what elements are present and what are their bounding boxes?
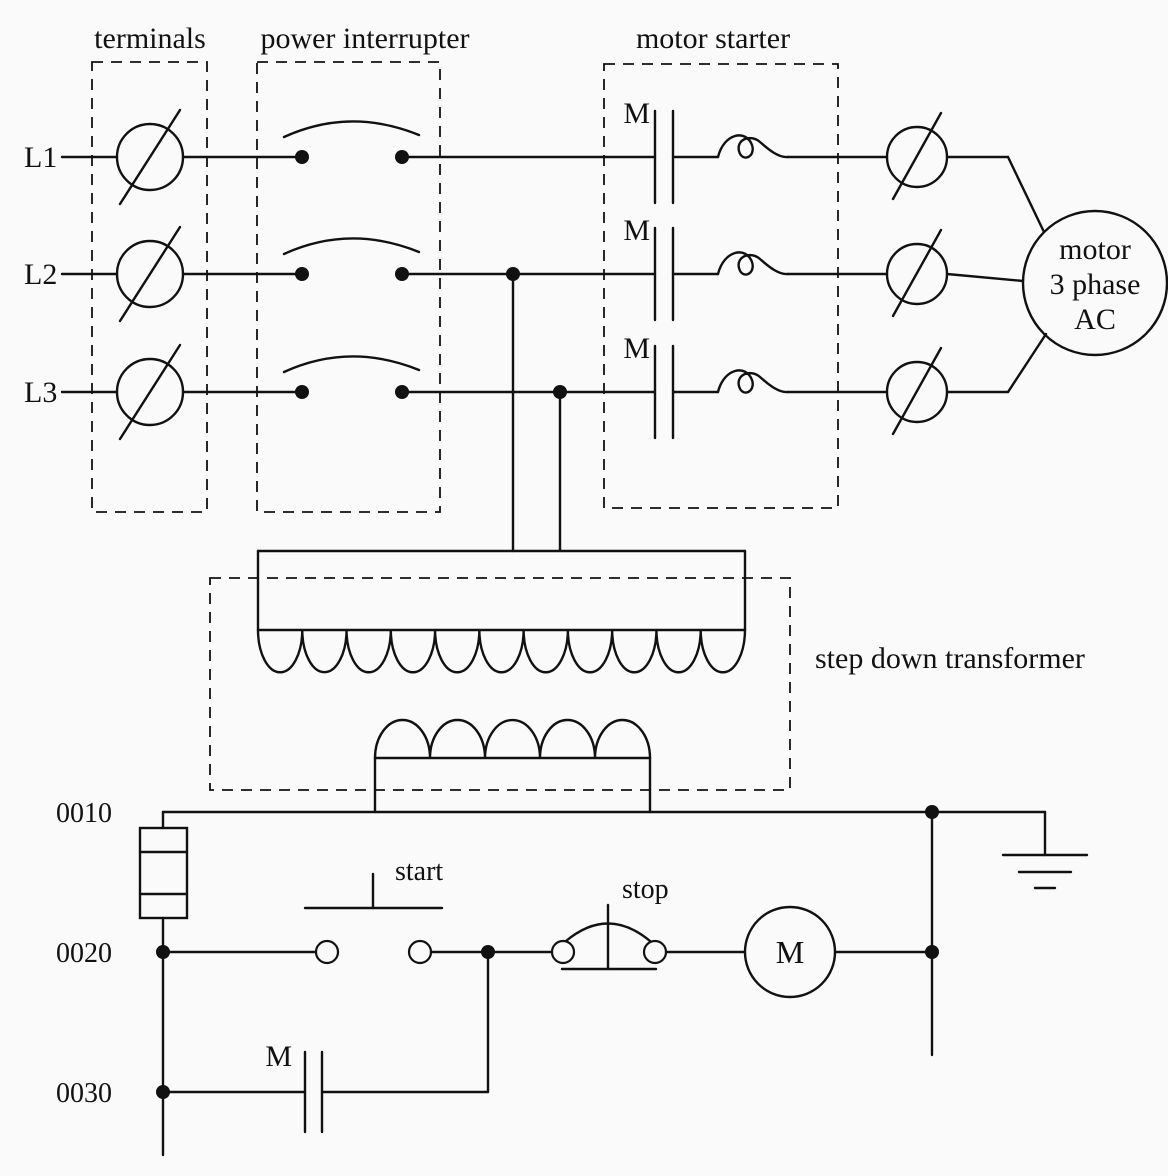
rung-0030-label: 0030	[56, 1078, 112, 1109]
motor-label-line1: motor	[1059, 233, 1131, 266]
start-button-symbol	[303, 872, 444, 965]
terminal-symbol-l3-left	[115, 343, 185, 441]
interrupter-switch-l3	[282, 355, 421, 399]
stop-button-label: stop	[622, 874, 669, 905]
terminals-section-box	[91, 61, 208, 513]
start-button-label: start	[395, 856, 443, 887]
overload-symbol-l1	[716, 134, 790, 159]
terminal-symbol-l1-left	[115, 108, 185, 206]
rung-0010-label: 0010	[56, 798, 112, 829]
left-rail	[138, 810, 189, 1157]
terminal-symbol-l1-right	[885, 111, 949, 201]
line-l1-label: L1	[24, 141, 57, 174]
rung-0010-wire	[161, 805, 1089, 890]
l3-power-path	[60, 332, 1048, 441]
ground-symbol	[1001, 853, 1089, 890]
m-contact-l2-label: M	[623, 214, 650, 247]
transformer-section-box	[209, 577, 791, 791]
m-contact-l1	[653, 109, 675, 205]
rung-0020-label: 0020	[56, 938, 112, 969]
line-l2-label: L2	[24, 258, 57, 291]
transformer-secondary-winding	[373, 718, 652, 814]
fuse-symbol	[138, 826, 189, 920]
coil-symbol: M	[743, 905, 837, 999]
power-interrupter-section-label: power interrupter	[260, 22, 469, 55]
m-seal-in-contact-symbol	[303, 1050, 324, 1134]
interrupter-switch-l2	[282, 237, 421, 281]
l1-power-path	[60, 108, 1046, 234]
m-contact-l3	[653, 344, 675, 440]
m-contact-l1-label: M	[623, 97, 650, 130]
rung-0020-wire: start stop M	[161, 810, 939, 1057]
overload-symbol-l3	[716, 369, 790, 394]
interrupter-switch-l1	[282, 120, 421, 164]
terminals-section-label: terminals	[94, 22, 206, 55]
line-l3-label: L3	[24, 376, 57, 409]
power-interrupter-section-box	[256, 61, 441, 513]
l2-power-path	[60, 225, 1025, 323]
rung-0030-wire: M	[161, 950, 490, 1134]
motor-symbol: motor 3 phase AC	[1021, 209, 1168, 357]
overload-symbol-l2	[716, 251, 790, 276]
m-contact-l3-label: M	[623, 332, 650, 365]
step-down-transformer-label: step down transformer	[815, 642, 1085, 675]
m-contact-l2	[653, 226, 675, 322]
transformer-symbol	[256, 272, 747, 814]
terminal-symbol-l3-right	[885, 346, 949, 436]
seal-in-m-label: M	[265, 1040, 292, 1073]
motor-label-line3: AC	[1074, 303, 1116, 336]
stop-button-symbol	[550, 903, 668, 971]
motor-starter-section-label: motor starter	[636, 22, 790, 55]
motor-label-line2: 3 phase	[1050, 268, 1141, 301]
terminal-symbol-l2-right	[885, 228, 949, 318]
transformer-primary-winding	[256, 628, 747, 674]
terminal-symbol-l2-left	[115, 225, 185, 323]
coil-m-label: M	[776, 934, 804, 970]
motor-starter-section-box	[603, 63, 839, 509]
